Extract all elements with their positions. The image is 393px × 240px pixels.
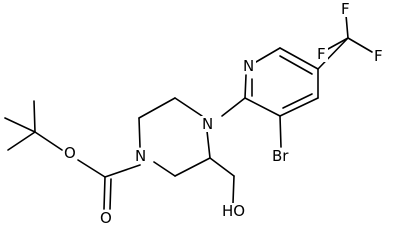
atom-f2: F <box>316 45 328 63</box>
bond-pip-c5-n4 <box>174 97 203 117</box>
atom-n-pyridine: N <box>242 57 256 75</box>
bond-n1-carbonyl <box>104 164 141 178</box>
atom-label-o-carbonyl: O <box>100 209 112 227</box>
atom-n1-piperazine: N <box>134 147 148 165</box>
bond-py-c6-n <box>255 47 281 63</box>
bond-carbonyl-o-double <box>109 178 112 210</box>
atom-label-o-ester: O <box>64 144 76 162</box>
atom-f3: F <box>373 47 385 65</box>
atom-label-f1: F <box>341 0 350 18</box>
bond-pip-c6-c5 <box>138 97 176 119</box>
bond-lines <box>4 14 373 210</box>
bond-cf3-ring <box>317 37 349 70</box>
bond-cf3-f2 <box>327 37 349 50</box>
bond-cf3-f3 <box>347 37 373 53</box>
atom-label-f3: F <box>374 47 383 65</box>
bond-py-c5-c6 <box>279 47 319 70</box>
atom-labels: F F F N N N Br O <box>63 0 385 227</box>
bond-tbu-me1 <box>33 100 36 133</box>
bond-tbu-me3 <box>7 131 36 151</box>
bond-py-c3-c4 <box>279 97 319 117</box>
bond-py-c2-c3 <box>244 97 281 117</box>
bond-c3-ch2 <box>209 157 235 177</box>
bond-py-c3-c4-double <box>282 93 313 109</box>
bond-cf3-f1 <box>345 14 349 39</box>
bond-py-n-c2 <box>244 74 247 99</box>
atom-label-n1-piperazine: N <box>135 147 146 165</box>
atom-n4-piperazine: N <box>201 115 215 133</box>
atom-label-n-pyridine: N <box>243 57 254 75</box>
bond-carbonyl-o <box>103 176 106 210</box>
bond-py-c6-c6-double <box>279 55 313 75</box>
bond-pip-n1-c6 <box>138 117 141 148</box>
atom-o-carbonyl: O <box>99 209 113 227</box>
atom-label-hydroxyl: HO <box>222 202 245 220</box>
bond-ch2-oh <box>232 175 235 204</box>
atom-label-n4-piperazine: N <box>202 115 213 133</box>
bond-carbonyl-oester <box>77 159 106 178</box>
bond-py-c3-br <box>279 115 282 148</box>
bond-pip-n4-c3 <box>206 130 211 159</box>
bond-pip-c2-n1 <box>153 161 176 177</box>
bond-tbu-me2 <box>4 117 36 133</box>
atom-label-br: Br <box>272 147 289 165</box>
atom-hydroxyl: HO <box>221 202 245 220</box>
bond-oester-tbu <box>34 131 63 151</box>
atom-f1: F <box>340 0 352 18</box>
atom-label-f2: F <box>317 45 326 63</box>
chemical-structure-diagram: F F F N N N Br O <box>4 0 385 227</box>
atom-o-ester: O <box>63 144 77 162</box>
atom-br: Br <box>271 147 293 165</box>
bond-pip-c3-c2 <box>174 157 211 177</box>
bond-py-c2-n4 <box>221 97 246 117</box>
